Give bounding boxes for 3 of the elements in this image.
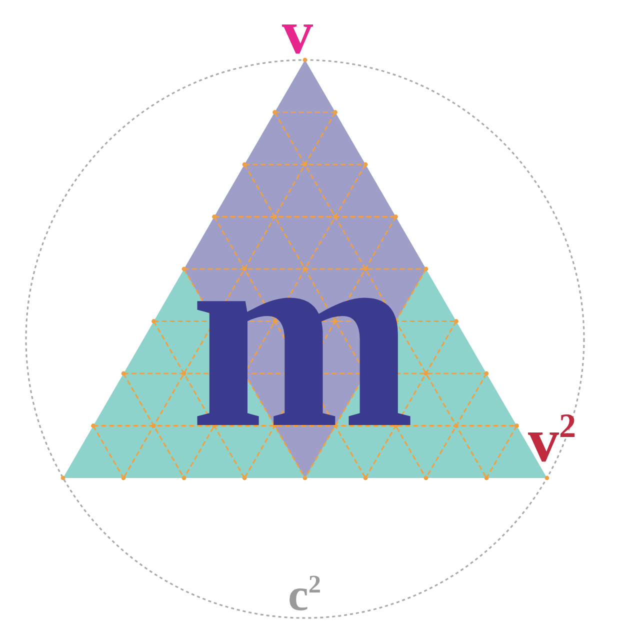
- bottom-label: c$^{2}$: [288, 572, 322, 618]
- vertex-label: v$^{2}$: [528, 410, 576, 472]
- vertex-label: v: [282, 2, 313, 64]
